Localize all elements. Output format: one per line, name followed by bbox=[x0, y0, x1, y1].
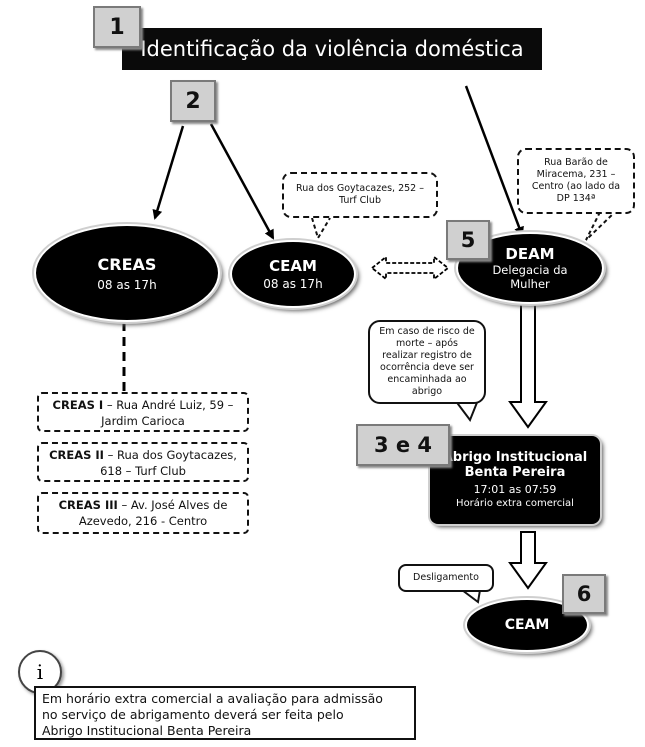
risk-note-line-3: realizar registro de bbox=[382, 350, 472, 362]
deam-title: DEAM bbox=[505, 245, 555, 263]
risk-note-line-2: morte – após bbox=[396, 338, 458, 350]
deam-subtitle-line-2: Mulher bbox=[510, 277, 550, 291]
step-2-label: 2 bbox=[185, 88, 201, 114]
step-3-4-badge: 3 e 4 bbox=[356, 424, 450, 466]
info-icon-glyph: i bbox=[36, 660, 44, 684]
ceam-address-callout: Rua dos Goytacazes, 252 – Turf Club bbox=[282, 172, 438, 218]
abrigo-note: Horário extra comercial bbox=[456, 498, 574, 509]
down-arrow-deam-abrigo bbox=[508, 299, 548, 429]
ceam-callout-tail bbox=[311, 217, 331, 241]
desligamento-callout-tail bbox=[461, 589, 481, 604]
creas-unit-1-name: CREAS I bbox=[52, 398, 104, 412]
deam-address-line-3: Centro (ao lado da bbox=[531, 181, 621, 192]
creas-unit-3: CREAS III – Av. José Alves de Azevedo, 2… bbox=[37, 492, 249, 534]
desligamento-label: Desligamento bbox=[413, 572, 479, 584]
info-line-2: no serviço de abrigamento deverá ser fei… bbox=[42, 707, 344, 722]
abrigo-node: Abrigo Institucional Benta Pereira 17:01… bbox=[430, 436, 600, 524]
creas-hours: 08 as 17h bbox=[97, 277, 157, 292]
risk-note-callout: Em caso de risco de morte – após realiza… bbox=[368, 320, 486, 404]
deam-address-line-4: DP 134ª bbox=[556, 192, 596, 204]
step-2-badge: 2 bbox=[170, 80, 216, 122]
creas-unit-1-address-2: Jardim Carioca bbox=[101, 414, 185, 429]
desligamento-callout: Desligamento bbox=[398, 564, 494, 592]
double-arrow-ceam-deam bbox=[370, 255, 450, 281]
step-5-label: 5 bbox=[460, 228, 476, 252]
risk-note-line-4: ocorrência deve ser bbox=[380, 362, 474, 373]
risk-callout-tail bbox=[454, 399, 479, 423]
info-line-1: Em horário extra comercial a avaliação p… bbox=[42, 691, 383, 706]
risk-note-line-1: Em caso de risco de bbox=[379, 326, 475, 338]
page-title: Identificação da violência doméstica bbox=[140, 37, 524, 61]
creas-unit-1: CREAS I – Rua André Luiz, 59 – Jardim Ca… bbox=[37, 392, 249, 432]
ceam-title: CEAM bbox=[269, 257, 317, 275]
deam-address-line-1: Rua Barão de bbox=[544, 157, 608, 169]
deam-address-line-2: Miracema, 231 – bbox=[536, 169, 616, 181]
ceam-hours: 08 as 17h bbox=[263, 277, 323, 291]
creas-unit-3-name: CREAS III bbox=[58, 498, 118, 512]
arrow-to-deam bbox=[464, 85, 524, 237]
ceam-address-line-1: Rua dos Goytacazes, 252 – bbox=[296, 183, 424, 195]
step-1-badge: 1 bbox=[93, 6, 141, 48]
creas-unit-2-address-2: 618 – Turf Club bbox=[100, 464, 186, 479]
risk-note-line-6: abrigo bbox=[411, 385, 443, 397]
deam-callout-tail bbox=[585, 211, 616, 241]
creas-unit-2: CREAS II – Rua dos Goytacazes, 618 – Tur… bbox=[37, 442, 249, 482]
step-6-badge: 6 bbox=[562, 574, 606, 614]
creas-unit-2-address-1: – Rua dos Goytacazes, bbox=[103, 448, 237, 462]
arrow-to-creas bbox=[152, 125, 185, 220]
deam-subtitle-line-1: Delegacia da bbox=[492, 263, 568, 277]
creas-unit-3-address-1: – Av. José Alves de bbox=[117, 498, 228, 512]
deam-address-callout: Rua Barão de Miracema, 231 – Centro (ao … bbox=[517, 148, 635, 214]
info-note-box: Em horário extra comercial a avaliação p… bbox=[34, 686, 416, 740]
creas-unit-2-name: CREAS II bbox=[49, 448, 104, 462]
arrow-to-ceam bbox=[209, 123, 275, 240]
step-1-label: 1 bbox=[109, 14, 125, 40]
step-6-label: 6 bbox=[576, 582, 592, 606]
step-3-4-label: 3 e 4 bbox=[373, 433, 433, 457]
info-line-3: Abrigo Institucional Benta Pereira bbox=[42, 723, 252, 738]
ceam-address-line-2: Turf Club bbox=[339, 195, 381, 206]
creas-node: CREAS 08 as 17h bbox=[34, 224, 220, 322]
down-arrow-abrigo-ceam bbox=[508, 531, 548, 590]
ceam-node: CEAM 08 as 17h bbox=[230, 240, 356, 308]
abrigo-title-line-2: Benta Pereira bbox=[464, 465, 566, 480]
abrigo-hours: 17:01 as 07:59 bbox=[473, 483, 557, 496]
ceam-final-title: CEAM bbox=[504, 617, 550, 633]
title-bar: Identificação da violência doméstica bbox=[122, 28, 542, 70]
step-5-badge: 5 bbox=[446, 220, 490, 260]
abrigo-title-line-1: Abrigo Institucional bbox=[442, 450, 588, 465]
creas-unit-3-address-2: Azevedo, 216 - Centro bbox=[78, 514, 208, 529]
risk-note-line-5: encaminhada ao bbox=[387, 373, 467, 385]
creas-unit-1-address-1: – Rua André Luiz, 59 – bbox=[103, 398, 234, 412]
creas-title: CREAS bbox=[97, 254, 157, 274]
